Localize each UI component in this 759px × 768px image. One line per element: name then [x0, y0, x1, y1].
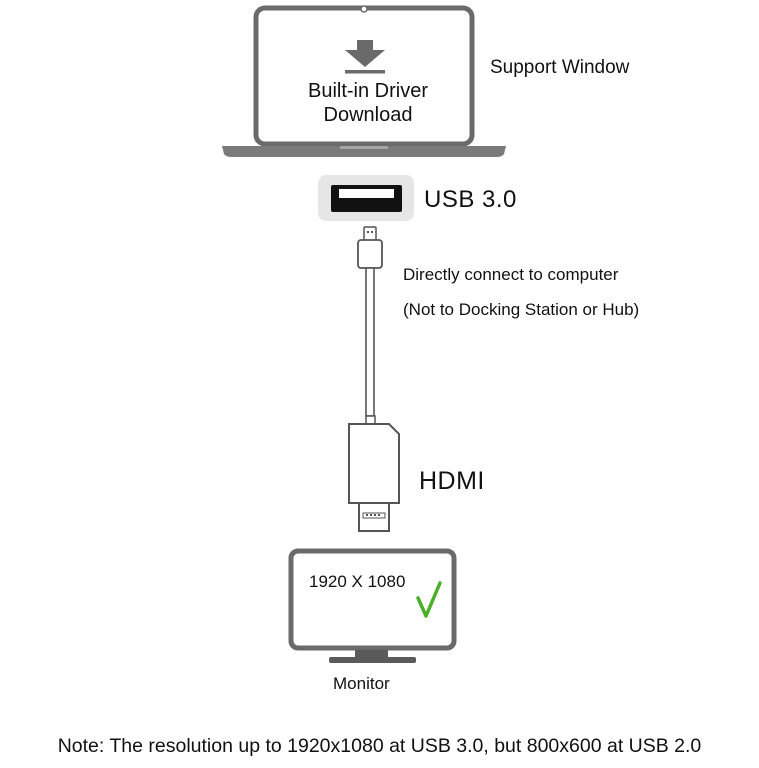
check-mark-icon	[416, 581, 442, 618]
resolution-note: Note: The resolution up to 1920x1080 at …	[57, 735, 702, 757]
download-arrow-icon	[345, 40, 385, 74]
no-dock-instruction: (Not to Docking Station or Hub)	[403, 300, 640, 319]
laptop-camera	[360, 5, 368, 13]
usb-plug-icon	[357, 226, 383, 269]
laptop-base	[222, 146, 506, 157]
monitor	[288, 548, 457, 663]
hdmi-plug-icon	[348, 415, 400, 532]
cable	[365, 267, 375, 417]
monitor-label: Monitor	[333, 674, 390, 693]
monitor-neck	[355, 650, 388, 658]
usb-port-icon	[318, 175, 414, 221]
support-window-label: Support Window	[490, 57, 630, 78]
driver-label-line1: Built-in Driver	[307, 80, 429, 102]
laptop	[222, 5, 506, 157]
monitor-screen	[288, 548, 457, 651]
monitor-stand	[329, 657, 416, 663]
resolution-label: 1920 X 1080	[309, 572, 406, 591]
driver-label-line2: Download	[323, 104, 413, 126]
hdmi-label: HDMI	[419, 467, 485, 495]
usb-label: USB 3.0	[424, 186, 517, 213]
direct-connect-instruction: Directly connect to computer	[403, 265, 619, 284]
laptop-base-notch	[340, 146, 388, 149]
